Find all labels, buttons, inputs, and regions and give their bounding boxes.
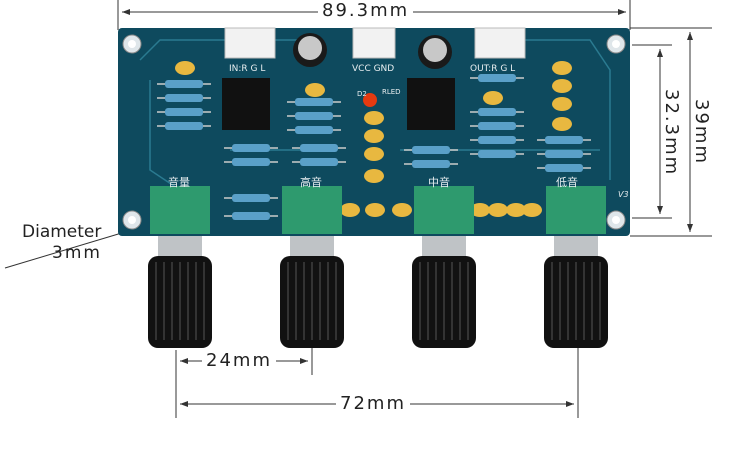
resistor — [412, 146, 450, 154]
pot-label-treble: 高音 — [300, 176, 322, 189]
output-label: OUT:R G L — [470, 64, 516, 74]
ceramic-capacitor — [364, 129, 384, 143]
resistor — [295, 98, 333, 106]
resistor — [412, 160, 450, 168]
diameter-label: Diameter — [22, 222, 102, 242]
ceramic-capacitor — [392, 203, 412, 217]
ceramic-capacitor — [488, 203, 508, 217]
power-label: VCC GND — [352, 64, 395, 74]
potentiometer — [414, 186, 474, 234]
ceramic-capacitor — [470, 203, 490, 217]
pot-nut — [554, 236, 598, 256]
diode-label: D2 — [357, 90, 367, 98]
potentiometer — [150, 186, 210, 234]
input-label: IN:R G L — [229, 64, 266, 74]
ceramic-capacitor — [506, 203, 526, 217]
resistor — [232, 212, 270, 220]
resistor — [300, 144, 338, 152]
version-label: V3 — [618, 190, 629, 199]
potentiometer — [546, 186, 606, 234]
pot-span-dimension: 72mm — [336, 393, 410, 414]
resistor — [545, 136, 583, 144]
led-label: RLED — [382, 88, 401, 96]
ceramic-capacitor — [175, 61, 195, 75]
resistor — [165, 94, 203, 102]
pot-label-volume: 音量 — [168, 176, 190, 189]
output-connector — [474, 27, 526, 59]
hole-spacing-dimension: 32.3mm — [661, 85, 682, 181]
ceramic-capacitor — [522, 203, 542, 217]
input-connector — [224, 27, 276, 59]
ceramic-capacitor — [552, 117, 572, 131]
ceramic-capacitor — [483, 91, 503, 105]
resistor — [300, 158, 338, 166]
resistor — [295, 126, 333, 134]
mount-hole — [612, 216, 620, 224]
pot-spacing-dimension: 24mm — [202, 350, 276, 371]
mount-hole — [612, 40, 620, 48]
resistor — [545, 164, 583, 172]
resistor — [232, 158, 270, 166]
resistor — [232, 144, 270, 152]
resistor — [478, 122, 516, 130]
ceramic-capacitor — [552, 61, 572, 75]
ceramic-capacitor — [364, 111, 384, 125]
resistor — [165, 108, 203, 116]
power-connector — [352, 27, 396, 59]
resistor — [478, 136, 516, 144]
ceramic-capacitor — [552, 97, 572, 111]
pot-label-mid: 中音 — [428, 176, 450, 189]
power-led — [363, 93, 377, 107]
potentiometer — [282, 186, 342, 234]
mount-hole — [128, 216, 136, 224]
width-dimension: 89.3mm — [318, 0, 414, 21]
resistor — [478, 74, 516, 82]
ceramic-capacitor — [305, 83, 325, 97]
pot-nut — [422, 236, 466, 256]
resistor — [478, 108, 516, 116]
pot-label-bass: 低音 — [556, 176, 578, 189]
pot-nut — [158, 236, 202, 256]
ceramic-capacitor — [340, 203, 360, 217]
op-amp-chip — [222, 78, 270, 130]
resistor — [478, 150, 516, 158]
resistor — [232, 194, 270, 202]
resistor — [165, 122, 203, 130]
ceramic-capacitor — [364, 169, 384, 183]
op-amp-chip — [407, 78, 455, 130]
ceramic-capacitor — [365, 203, 385, 217]
diameter-value: 3mm — [52, 243, 102, 263]
pot-nut — [290, 236, 334, 256]
resistor — [295, 112, 333, 120]
height-dimension: 39mm — [691, 95, 712, 169]
mount-hole — [128, 40, 136, 48]
resistor — [545, 150, 583, 158]
ceramic-capacitor — [552, 79, 572, 93]
ceramic-capacitor — [364, 147, 384, 161]
resistor — [165, 80, 203, 88]
